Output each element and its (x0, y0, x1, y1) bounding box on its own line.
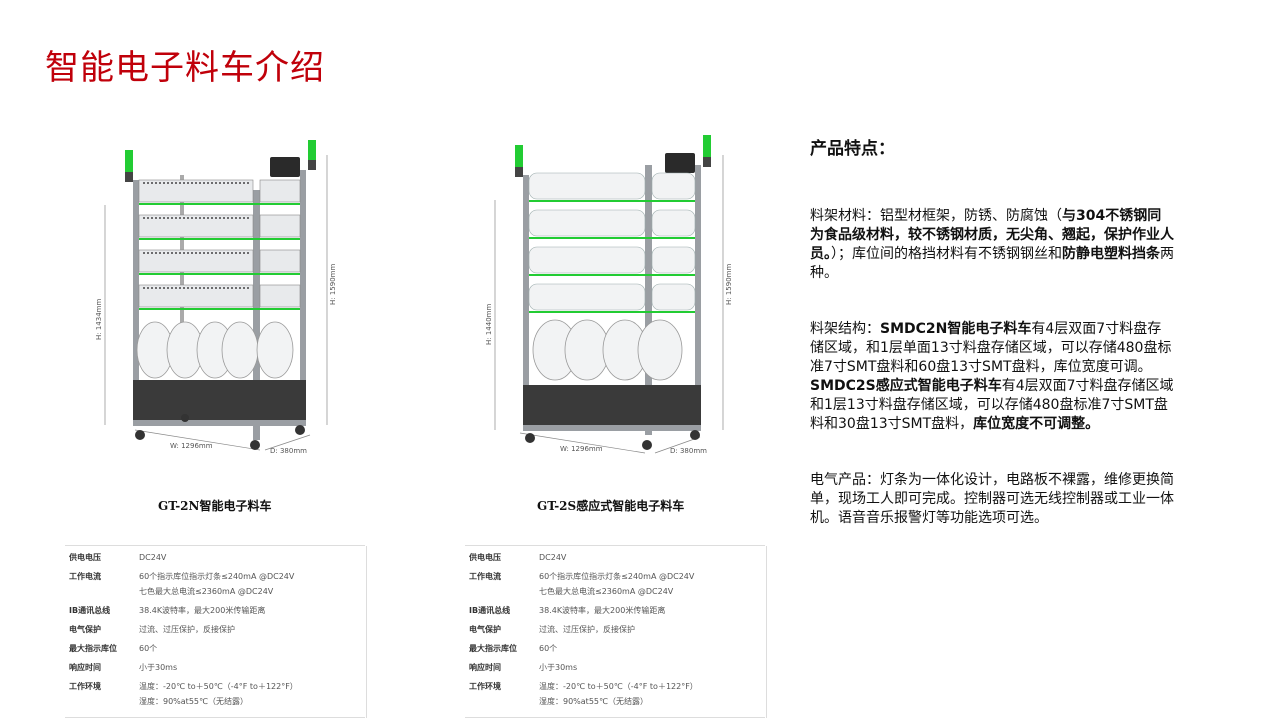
spec-key: 工作环境 (69, 682, 101, 691)
dim-h1: H: 1434mm (95, 299, 103, 340)
spec-value: 60个指示库位指示灯条≤240mA @DC24V (139, 572, 295, 581)
feature-structure: 料架结构：SMDC2N智能电子料车有4层双面7寸料盘存储区域，和1层单面13寸料… (810, 320, 1175, 434)
text-span-bold: SMDC2S感应式智能电子料车 (810, 378, 1002, 394)
table-border (65, 713, 365, 718)
spec-value: 温度：-20℃ to＋50℃（-4°F to＋122°F） (139, 682, 298, 691)
table-row: IB通讯总线 38.4K波特率，最大200米传输距离 (465, 603, 765, 618)
table-row: 最大指示库位 60个 (465, 641, 765, 656)
table-border (465, 713, 765, 718)
table-row: 响应时间 小于30ms (65, 660, 365, 675)
text-span-bold: 库位宽度不可调整。 (973, 416, 1100, 432)
spec-key: IB通讯总线 (69, 606, 111, 615)
spec-value: 60个 (539, 644, 558, 653)
product-caption: GT-2S感应式智能电子料车 (537, 499, 685, 513)
spec-table: 供电电压 DC24V 工作电流 60个指示库位指示灯条≤240mA @DC24V 七色… (65, 545, 367, 718)
dim-h1: H: 1440mm (485, 304, 493, 345)
spec-key: 电气保护 (469, 625, 501, 634)
table-row: 供电电压 DC24V (65, 550, 365, 565)
spec-value-2: 湿度：90%at55℃（无结露） (539, 697, 648, 706)
text-span: 两种。 (810, 246, 1174, 281)
table-row: 工作电流 60个指示库位指示灯条≤240mA @DC24V 七色最大总电流≤2360… (65, 569, 365, 599)
table-row: 供电电压 DC24V (465, 550, 765, 565)
spec-value: 60个指示库位指示灯条≤240mA @DC24V (539, 572, 695, 581)
spec-value: 38.4K波特率，最大200米传输距离 (539, 606, 666, 615)
spec-value: 小于30ms (539, 663, 578, 672)
spec-key: 工作电流 (469, 572, 501, 581)
spec-key: 最大指示库位 (469, 644, 517, 653)
text-span: ）；库位间的格挡材料有不锈钢钢丝和 (831, 246, 1062, 262)
spec-value: 过流、过压保护，反接保护 (139, 625, 235, 634)
spec-value: 温度：-20℃ to＋50℃（-4°F to＋122°F） (539, 682, 698, 691)
dim-w: W: 1296mm (560, 445, 603, 453)
spec-key: 响应时间 (469, 663, 501, 672)
dim-w: W: 1296mm (170, 442, 213, 450)
spec-value: DC24V (139, 553, 167, 562)
spec-key: 供电电压 (69, 553, 101, 562)
spec-value-2: 湿度：90%at55℃（无结露） (139, 697, 248, 706)
table-row: 电气保护 过流、过压保护，反接保护 (65, 622, 365, 637)
spec-value: 38.4K波特率，最大200米传输距离 (139, 606, 266, 615)
table-border (766, 546, 767, 718)
text-span: 料架材料：铝型材框架，防锈、防腐蚀（ (810, 208, 1062, 224)
page-title: 智能电子料车介绍 (45, 48, 325, 88)
text-span-bold: SMDC2N智能电子料车 (880, 321, 1032, 337)
text-span: 有4层双面7寸料盘存储区域和1层13寸料盘存储区域，可以存储480盘标准7寸SM… (810, 378, 1174, 432)
dim-h2: H: 1590mm (329, 264, 337, 305)
smart-cart-image-gt2s: H: 1440mm H: 1590mm W: 1296mm D: 380mm (475, 135, 735, 455)
dim-d: D: 380mm (670, 447, 707, 455)
spec-value: 60个 (139, 644, 158, 653)
spec-value: 小于30ms (139, 663, 178, 672)
dim-d: D: 380mm (270, 447, 307, 455)
text-span-bold: 防静电塑料挡条 (1062, 246, 1160, 262)
text-span: 有4层双面7寸料盘存储区域，和1层单面13寸料盘存储区域，可以存储480盘标准7… (810, 321, 1172, 375)
spec-key: 工作环境 (469, 682, 501, 691)
spec-key: IB通讯总线 (469, 606, 511, 615)
features-heading: 产品特点： (810, 139, 895, 159)
text-span-bold: 与304不锈钢同为食品级材料，较不锈钢材质，无尖角、翘起，保护作业人员。 (810, 208, 1174, 262)
cart-illustration: H: 1440mm H: 1590mm W: 1296mm D: 380mm (485, 135, 733, 455)
table-row: 最大指示库位 60个 (65, 641, 365, 656)
smart-cart-image-gt2n: H: 1434mm H: 1590mm W: 1296mm D: 380mm (95, 135, 355, 455)
spec-key: 电气保护 (69, 625, 101, 634)
table-row: IB通讯总线 38.4K波特率，最大200米传输距离 (65, 603, 365, 618)
product-caption: GT-2N智能电子料车 (158, 499, 272, 513)
table-row: 工作电流 60个指示库位指示灯条≤240mA @DC24V 七色最大总电流≤2360… (465, 569, 765, 599)
product-features: 产品特点： 料架材料：铝型材框架，防锈、防腐蚀（与304不锈钢同为食品级材料，较… (810, 140, 1175, 565)
spec-table: 供电电压 DC24V 工作电流 60个指示库位指示灯条≤240mA @DC24V 七色… (465, 545, 767, 718)
feature-electrical: 电气产品：灯条为一体化设计，电路板不裸露，维修更换简单，现场工人即可完成。控制器… (810, 472, 1174, 526)
text-span: 料架结构： (810, 321, 880, 337)
spec-value-2: 七色最大总电流≤2360mA @DC24V (539, 587, 674, 596)
spec-value: DC24V (539, 553, 567, 562)
cart-illustration: H: 1434mm H: 1590mm W: 1296mm D: 380mm (95, 140, 337, 455)
spec-value-2: 七色最大总电流≤2360mA @DC24V (139, 587, 274, 596)
spec-key: 供电电压 (469, 553, 501, 562)
table-row: 电气保护 过流、过压保护，反接保护 (465, 622, 765, 637)
spec-value: 过流、过压保护，反接保护 (539, 625, 635, 634)
table-border (366, 546, 367, 718)
spec-key: 响应时间 (69, 663, 101, 672)
table-row: 响应时间 小于30ms (465, 660, 765, 675)
dim-h2: H: 1590mm (725, 264, 733, 305)
table-row: 工作环境 温度：-20℃ to＋50℃（-4°F to＋122°F） 湿度：90%a… (65, 679, 365, 709)
spec-key: 最大指示库位 (69, 644, 117, 653)
spec-key: 工作电流 (69, 572, 101, 581)
table-row: 工作环境 温度：-20℃ to＋50℃（-4°F to＋122°F） 湿度：90%a… (465, 679, 765, 709)
feature-material: 料架材料：铝型材框架，防锈、防腐蚀（与304不锈钢同为食品级材料，较不锈钢材质，… (810, 207, 1175, 283)
